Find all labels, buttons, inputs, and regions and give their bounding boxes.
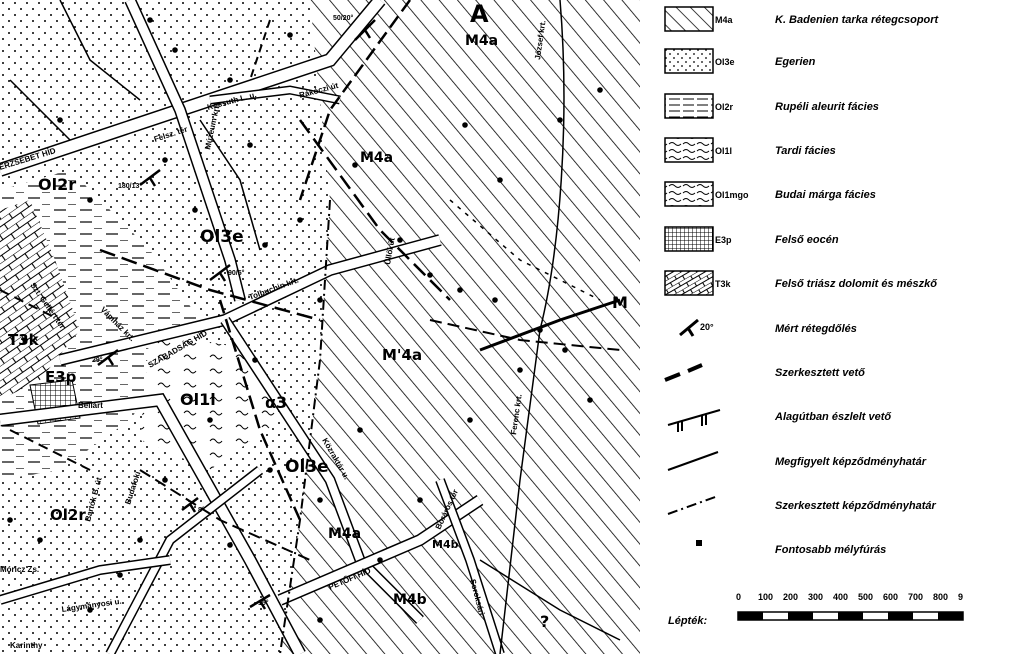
- unit-m4a-center: M'4a: [382, 346, 422, 364]
- legend-tunnel-fault-line: [667, 409, 721, 432]
- ol2r-south-area: [0, 470, 240, 654]
- legend-label: Szerkesztett képződményhatár: [775, 500, 936, 512]
- scale-tick-label: 800: [933, 592, 948, 602]
- scale-tick-label: 700: [908, 592, 923, 602]
- legend-swatch-wave: [664, 137, 714, 163]
- scale-tick-label: 600: [883, 592, 898, 602]
- dip-value: 15°: [258, 599, 269, 607]
- street-karinthy: Karinthy: [10, 641, 43, 650]
- legend-swatch-brick: [664, 270, 714, 296]
- legend-label: Mért rétegdőlés: [775, 323, 857, 335]
- legend-code: M4a: [715, 15, 734, 25]
- scale-tick-label: 400: [833, 592, 848, 602]
- unit-m4a-top: M4a: [465, 33, 498, 49]
- unit-ol3e-bottom: Ol3e: [285, 457, 329, 477]
- question-mark: ?: [540, 612, 549, 631]
- boundaries-and-faults: [0, 0, 621, 654]
- legend-label: Felső eocén: [775, 234, 839, 246]
- scale-tick-label: 200: [783, 592, 798, 602]
- legend: M4a Ol3e Ol2r Ol1l Ol1mgo E3p T3k 20° K.…: [640, 0, 1024, 654]
- map-canvas: M4a M4a M'4a M4a M4b M4b M A Ol2r Ol2r O…: [0, 0, 640, 654]
- legend-label: Megfigyelt képződményhatár: [775, 456, 927, 468]
- unit-m4b-bottom: M4b: [393, 592, 427, 608]
- unit-m-edge: M: [612, 293, 628, 312]
- dip-value: 50/20°: [333, 14, 354, 22]
- unit-m4a-bottom: M4a: [328, 526, 361, 542]
- legend-label: Tardi fácies: [775, 145, 836, 157]
- dip-value: 8°: [198, 506, 205, 514]
- legend-borehole-marker: [696, 540, 702, 546]
- scale-bar: [737, 611, 964, 621]
- legend-label: K. Badenien tarka rétegcsoport: [775, 14, 940, 26]
- legend-swatch-grid: [664, 226, 714, 252]
- dip-symbols: [97, 19, 376, 610]
- scale-tick-label: 500: [858, 592, 873, 602]
- street-moricz: Móricz Zs.: [0, 565, 39, 574]
- unit-m4a-mid: M4a: [360, 150, 393, 166]
- legend-canvas: M4a Ol3e Ol2r Ol1l Ol1mgo E3p T3k 20° K.…: [664, 6, 964, 627]
- legend-observed-boundary-line: [667, 451, 719, 471]
- t3k-triassic-area: [0, 200, 80, 400]
- borehole-markers: [7, 17, 603, 623]
- legend-label: Rupéli aleurit fácies: [775, 101, 879, 113]
- legend-label: Alagútban észlelt vető: [774, 411, 891, 423]
- dip-value: 29°: [92, 356, 103, 364]
- legend-label: Felső triász dolomit és mészkő: [775, 278, 937, 290]
- scale-tick-label: 100: [758, 592, 773, 602]
- legend-code: Ol3e: [715, 57, 735, 67]
- scale-tick-label: 9: [958, 592, 963, 602]
- legend-code: Ol1mgo: [715, 190, 749, 200]
- legend-swatch-wave-marl: [664, 181, 714, 207]
- legend-swatch-dash: [664, 93, 714, 119]
- m4a-badenien-area: [280, 0, 640, 654]
- street-network: [0, 0, 505, 654]
- legend-label: Fontosabb mélyfúrás: [775, 544, 886, 556]
- legend-code: 20°: [700, 322, 714, 332]
- unit-ol1l: Ol1l: [180, 390, 216, 409]
- unit-e3p: E3p: [45, 368, 77, 386]
- street-bellart: Bellárt: [78, 401, 103, 410]
- legend-label: Egerien: [775, 56, 816, 68]
- legend-constructed-boundary-line: [667, 495, 719, 515]
- unit-ol2r-bottom: Ol2r: [50, 506, 86, 524]
- legend-label: Budai márga fácies: [775, 189, 876, 201]
- scale-tick-label: 0: [736, 592, 741, 602]
- scale-tick-label: 300: [808, 592, 823, 602]
- scale-ticks: 0 100 200 300 400 500 600 700 800 9: [736, 592, 963, 602]
- unit-ol2r-left: Ol2r: [38, 175, 76, 194]
- scale-title: Lépték:: [668, 615, 707, 627]
- dip-value: 90/5°: [228, 269, 245, 277]
- unit-m4b-right: M4b: [432, 538, 459, 551]
- legend-code: Ol1l: [715, 146, 732, 156]
- legend-constructed-fault-line: [664, 363, 703, 382]
- legend-code: T3k: [715, 279, 732, 289]
- legend-code: E3p: [715, 235, 732, 245]
- unit-t3k: T3k: [8, 331, 40, 349]
- legend-code: Ol2r: [715, 102, 734, 112]
- unit-a-letter: A: [470, 0, 489, 28]
- dip-value: 180/13°: [118, 182, 142, 190]
- legend-label: Szerkesztett vető: [775, 367, 865, 379]
- legend-swatch-hatch: [664, 6, 714, 32]
- unit-ol3e-top: Ol3e: [200, 227, 244, 247]
- geologic-map: M4a M4a M'4a M4a M4b M4b M A Ol2r Ol2r O…: [0, 0, 640, 654]
- unit-alpha: α3: [265, 393, 287, 412]
- legend-swatch-dots: [664, 48, 714, 74]
- legend-dip-symbol: [679, 318, 699, 337]
